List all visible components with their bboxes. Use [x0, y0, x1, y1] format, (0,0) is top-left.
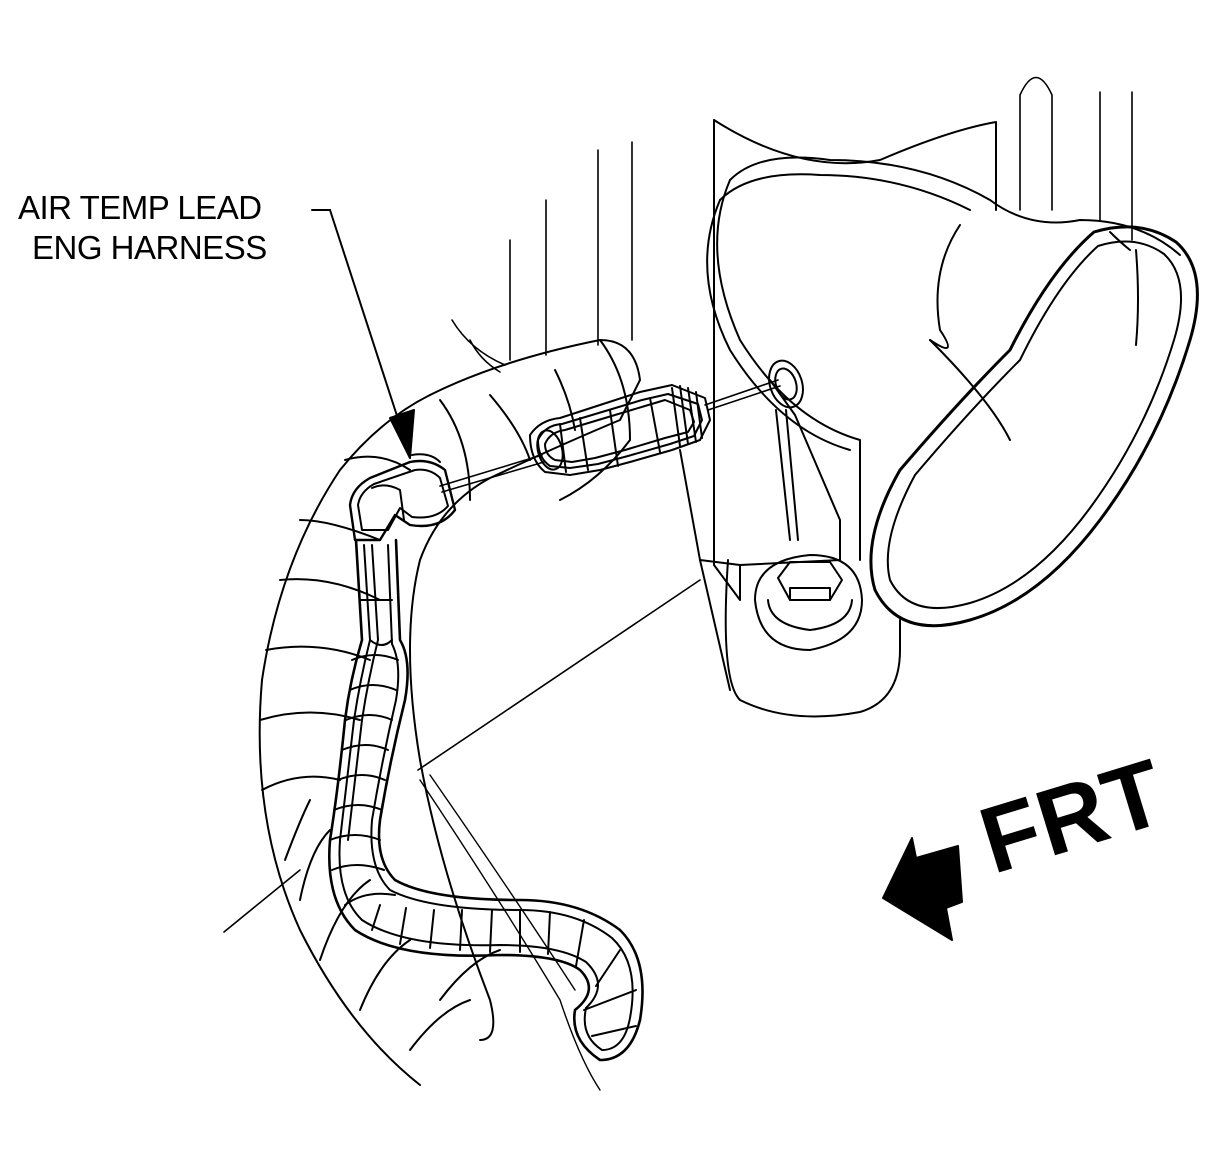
harness-connector [348, 453, 545, 542]
intake-hose [223, 339, 701, 1091]
callout-leader [311, 209, 415, 459]
arrow-left-icon [882, 837, 963, 941]
duct-clamp [869, 225, 1199, 628]
sleeved-wire-lead [328, 538, 644, 1062]
air-duct-elbow [706, 156, 1181, 561]
sensor-bore [768, 359, 804, 541]
throttle-body-bracket [679, 119, 997, 718]
engine-structure-lines [451, 76, 1133, 373]
mounting-bolt [754, 554, 863, 651]
callout-label: AIR TEMP LEAD ENG HARNESS [18, 188, 267, 268]
air-temp-sensor [529, 379, 781, 476]
callout-line-2: ENG HARNESS [32, 229, 267, 266]
callout-line-1: AIR TEMP LEAD [18, 189, 262, 226]
